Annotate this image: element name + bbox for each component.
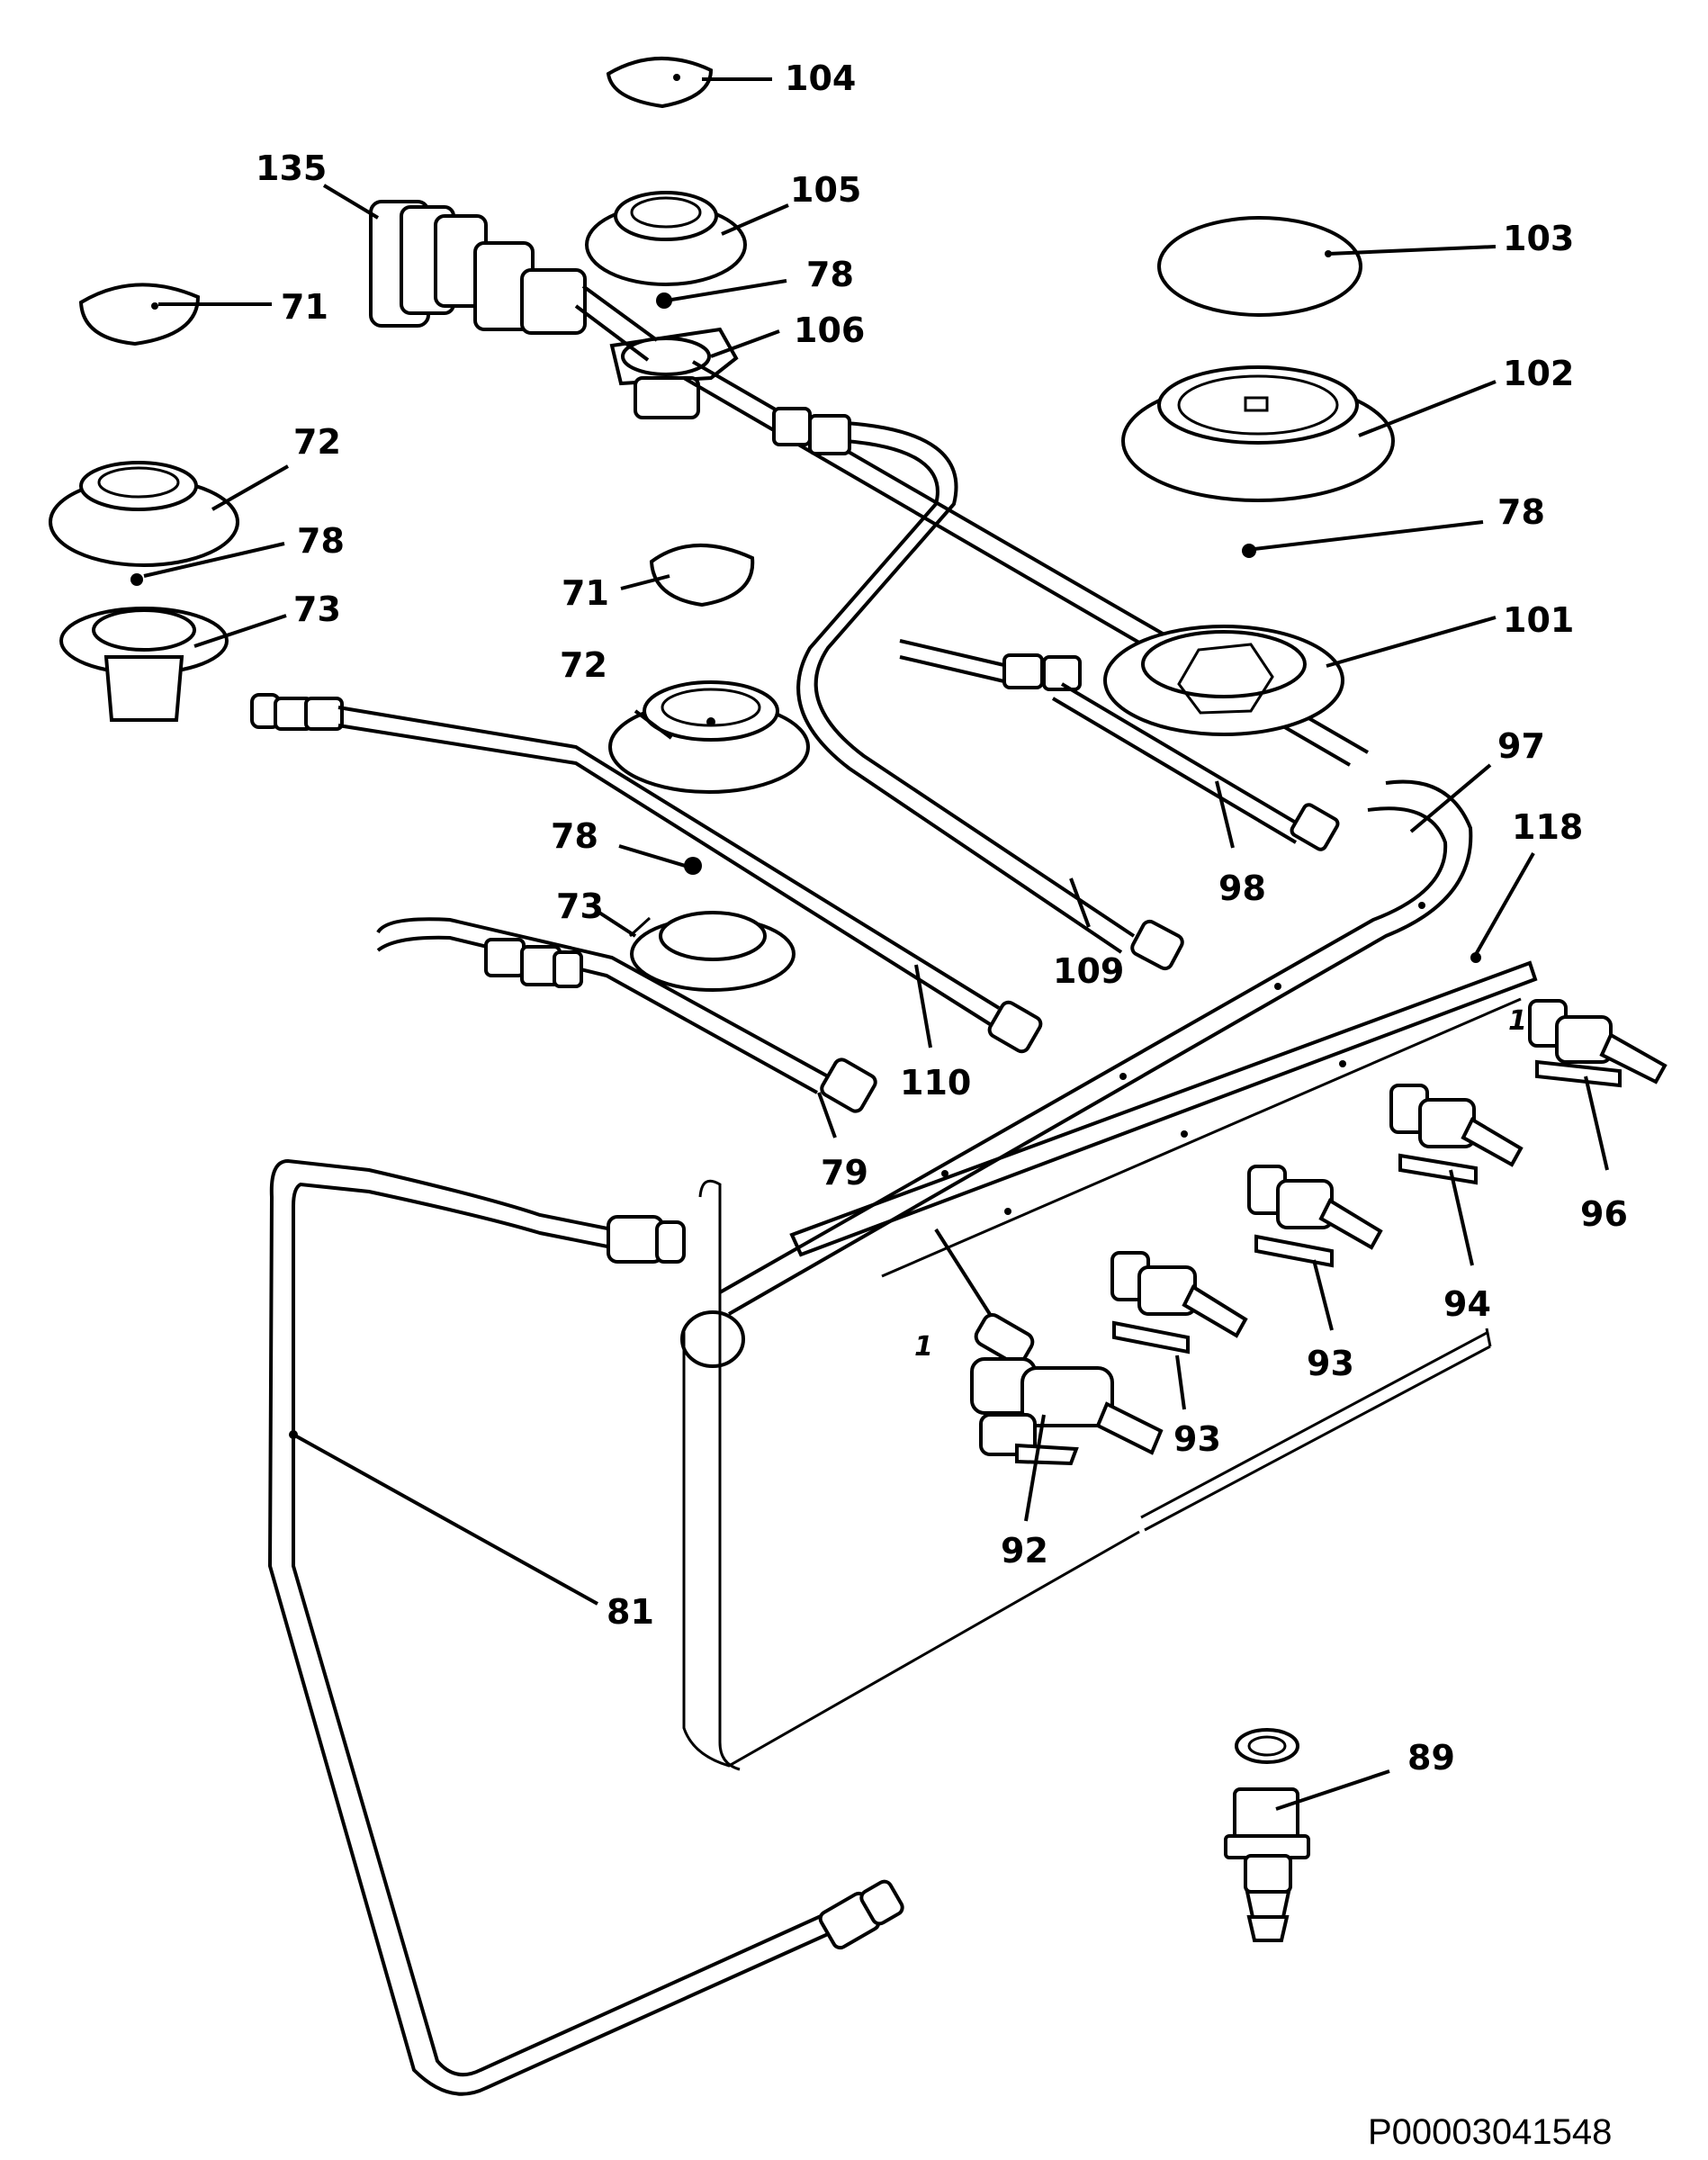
- leader-106: [710, 329, 780, 358]
- gas-tube-79: [376, 917, 877, 1113]
- callout-104: 104: [785, 58, 856, 98]
- leader-93-left: [1175, 1354, 1186, 1410]
- leader-103: [1327, 245, 1497, 256]
- callout-106: 106: [794, 310, 865, 350]
- leader-78-center: [618, 844, 692, 869]
- leader-101: [1326, 616, 1497, 668]
- gas-valve-96: [1528, 999, 1668, 1088]
- leader-72-center: [634, 709, 673, 740]
- leader-72-left: [211, 464, 289, 511]
- callout-73-left: 73: [293, 590, 341, 629]
- burner-base-106: [609, 327, 739, 419]
- gas-valve-93-left: [1110, 1251, 1248, 1354]
- hose-connector-89: [1224, 1728, 1310, 1942]
- leader-96: [1584, 1076, 1609, 1171]
- callout-94: 94: [1443, 1284, 1491, 1324]
- leader-89: [1275, 1769, 1390, 1811]
- leader-81: [292, 1433, 598, 1606]
- burner-base-73-center: [628, 911, 796, 992]
- callout-71-center: 71: [562, 573, 609, 613]
- document-id: P00003041548: [1368, 2112, 1612, 2152]
- leader-78-left: [143, 542, 285, 578]
- gas-valve-93-right: [1247, 1165, 1383, 1268]
- leader-135: [322, 184, 380, 220]
- gas-tube-98: [899, 639, 1340, 851]
- leader-93-right: [1312, 1259, 1334, 1331]
- callout-103: 103: [1503, 219, 1574, 258]
- screw-78-top: [656, 292, 672, 309]
- burner-cap-71-center: [649, 544, 755, 608]
- callout-72-left: 72: [293, 422, 341, 462]
- mounting-bar-118: [789, 952, 1538, 1278]
- leader-73-center: [598, 911, 637, 938]
- burner-crown-72-left: [49, 461, 239, 567]
- gas-valve-92: [934, 1228, 1164, 1466]
- callout-102: 102: [1503, 354, 1574, 393]
- callout-110: 110: [900, 1063, 971, 1102]
- leader-97: [1409, 763, 1492, 833]
- callout-78-center: 78: [551, 816, 598, 856]
- callout-93-right: 93: [1307, 1344, 1354, 1383]
- leader-71-center: [620, 574, 670, 590]
- supply-pipe-81: [267, 1158, 904, 2096]
- leader-73-left: [193, 614, 287, 648]
- callout-78-left: 78: [297, 521, 345, 561]
- burner-cap-71-left: [78, 283, 201, 346]
- gas-tube-110: [250, 693, 1043, 1054]
- leader-94: [1449, 1169, 1474, 1266]
- burner-cap-103: [1157, 216, 1362, 317]
- gas-valve-94: [1389, 1084, 1524, 1185]
- leader-110: [914, 964, 932, 1048]
- callout-93-left: 93: [1173, 1419, 1221, 1459]
- leader-78-right: [1254, 520, 1484, 551]
- leader-92: [1024, 1414, 1046, 1522]
- callout-96: 96: [1580, 1194, 1628, 1234]
- callout-71-left: 71: [281, 287, 328, 327]
- callout-79: 79: [821, 1153, 868, 1192]
- callout-1-left: 1: [914, 1331, 933, 1363]
- burner-cap-104: [606, 57, 714, 109]
- burner-crown-102: [1121, 365, 1395, 502]
- leader-118: [1472, 852, 1535, 958]
- callout-118: 118: [1512, 807, 1583, 847]
- burner-crown-72-center: [608, 680, 810, 794]
- leader-79: [817, 1092, 837, 1138]
- callout-92: 92: [1001, 1531, 1048, 1570]
- leader-78-top: [665, 279, 787, 302]
- callout-101: 101: [1503, 600, 1574, 640]
- screw-78-center: [684, 857, 702, 875]
- callout-105: 105: [790, 170, 861, 210]
- callout-73-center: 73: [556, 886, 604, 926]
- leader-98: [1215, 780, 1235, 849]
- leader-102: [1358, 380, 1497, 437]
- hob-frame-outline: [682, 1179, 1492, 1771]
- screw-78-right: [1242, 544, 1256, 558]
- callout-89: 89: [1407, 1738, 1455, 1778]
- callout-72-center: 72: [560, 645, 607, 685]
- burner-base-101: [1103, 625, 1344, 736]
- callout-1-right: 1: [1508, 1005, 1527, 1037]
- burner-base-73-left: [59, 607, 229, 722]
- callout-81: 81: [607, 1592, 654, 1632]
- callout-98: 98: [1218, 868, 1266, 908]
- gas-rail-97: [680, 779, 1473, 1368]
- callout-109: 109: [1053, 951, 1124, 991]
- leader-105: [721, 203, 789, 236]
- leader-109: [1069, 878, 1091, 928]
- callout-97: 97: [1497, 726, 1545, 766]
- callout-135: 135: [256, 148, 327, 188]
- callout-78-top: 78: [806, 255, 854, 294]
- callout-78-right: 78: [1497, 492, 1545, 532]
- burner-crown-105: [585, 191, 747, 286]
- gas-tube-109: [772, 407, 1184, 971]
- screw-78-left: [130, 573, 143, 586]
